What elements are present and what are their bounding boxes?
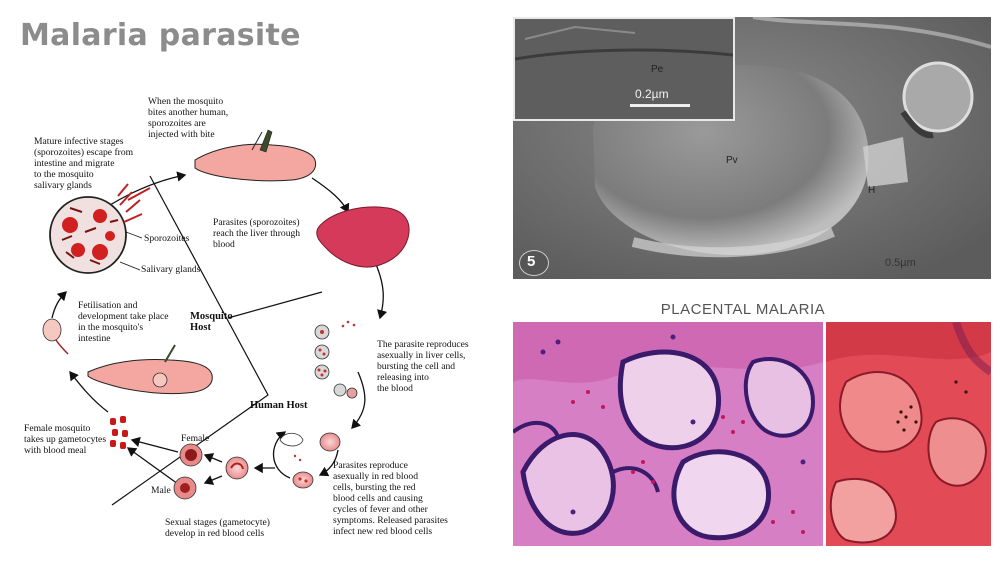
panel-number-badge (519, 250, 549, 276)
corner-scale-label: 0.5µm (885, 257, 916, 269)
arrow-hand-to-liver (311, 177, 350, 214)
label-h: H (868, 185, 876, 196)
blood-meal-drops (110, 416, 128, 449)
arrow-gland-to-hand (109, 171, 187, 206)
label-liver-reproduce: The parasite reproduces asexually in liv… (377, 339, 469, 394)
oocyst-icon (42, 318, 69, 355)
histology-image-left (513, 322, 823, 546)
label-pe: Pe (651, 64, 664, 75)
label-male: Male (151, 485, 171, 496)
arrow-mosquito-to-fertilisation (69, 370, 109, 413)
label-female-mosquito: Female mosquito takes up gametocytes wit… (24, 423, 107, 456)
red-blood-cell-cycle (173, 432, 341, 500)
arrow-fertilisation-up (51, 291, 67, 319)
arrow-to-male (203, 475, 223, 485)
arrow-male-to-mosquito (126, 447, 179, 485)
label-sporozoites: Sporozoites (144, 233, 190, 244)
histology-image-right (826, 322, 991, 546)
panel-number: 5 (527, 253, 536, 270)
label-mature-stages: Mature infective stages (sporozoites) es… (34, 136, 134, 191)
label-mosquito-host: Mosquito Host (190, 311, 233, 333)
label-mosquito-bites: When the mosquito bites another human, s… (148, 96, 229, 140)
arrow-liver-to-cells (374, 261, 388, 320)
arrow-rbc-cycle-up (272, 431, 291, 479)
life-cycle-diagram (42, 129, 410, 506)
micrograph-inset: 0.2µm Pe (513, 17, 735, 121)
arrow-female-to-mosquito (130, 436, 179, 453)
histology-title: PLACENTAL MALARIA (660, 301, 826, 318)
arrow-rbc-cycle-down (318, 449, 339, 477)
liver-icon (316, 206, 410, 268)
label-human-host: Human Host (250, 400, 308, 411)
electron-micrograph: 0.2µm Pe Pv H 0.5µm 5 (513, 17, 991, 279)
arrow-liver-burst (351, 371, 366, 429)
label-salivary-glands: Salivary glands (141, 264, 201, 275)
label-liver: Parasites (sporozoites) reach the liver … (213, 217, 301, 250)
label-pv: Pv (726, 155, 738, 166)
label-fertilisation: Fetilisation and development take place … (78, 300, 169, 344)
scale-label: 0.2µm (635, 87, 669, 101)
hand-icon-bottom (87, 344, 213, 395)
host-divider (111, 175, 269, 506)
slide-title: Malaria parasite (20, 18, 301, 53)
liver-cells-icon (314, 320, 358, 399)
hand-icon-top (194, 129, 317, 182)
label-sexual-stages: Sexual stages (gametocyte) develop in re… (165, 517, 270, 539)
label-female: Female (181, 433, 210, 444)
label-rbc-reproduce: Parasites reproduce asexually in red blo… (333, 460, 448, 537)
arrow-to-female (203, 453, 223, 463)
salivary-gland-icon (49, 183, 151, 274)
micrograph-image (513, 17, 991, 279)
